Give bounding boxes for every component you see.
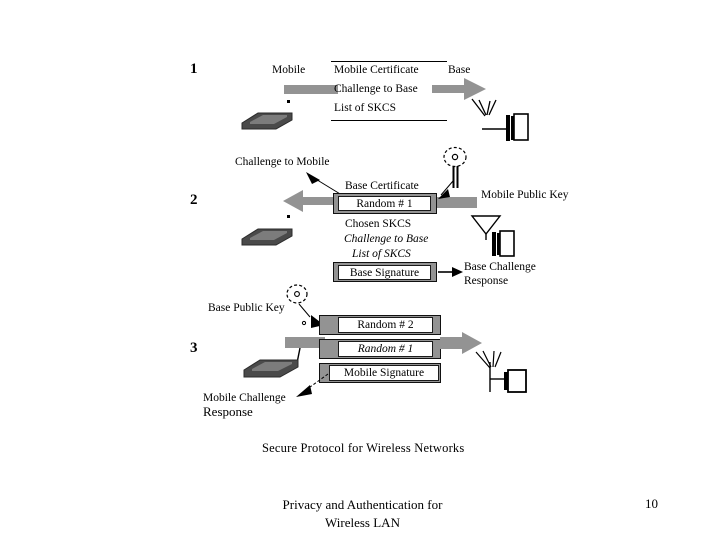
step-number-2: 2: [190, 192, 198, 208]
step2-mobile-dot: [287, 215, 290, 218]
step3-box-mobile-signature: Mobile Signature: [329, 365, 439, 381]
step2-base-challenge-pointer-icon: [438, 267, 463, 277]
step1-message-line-2: Challenge to Base: [334, 83, 418, 95]
step1-mobile-label: Mobile: [272, 64, 306, 76]
base-station-icon: [475, 350, 527, 393]
step-number-1: 1: [190, 61, 198, 77]
step1-arrow-shaft-left: [284, 85, 338, 94]
step2-base-challenge-label: Base Challenge: [464, 261, 536, 273]
base-station-icon: [471, 98, 529, 141]
step2-plain-line-2: Challenge to Base: [344, 233, 429, 245]
base-station-icon: [470, 215, 515, 257]
step1-arrow-icon: [432, 78, 486, 100]
step2-message-header: Base Certificate: [345, 180, 419, 192]
step2-arrow-icon: [283, 190, 343, 212]
laptop-icon: [241, 228, 293, 246]
step1-message-line-3: List of SKCS: [334, 102, 396, 114]
step1-mobile-dot: [287, 100, 290, 103]
step3-box-random1: Random # 1: [338, 341, 433, 357]
step3-arrow-icon: [440, 332, 482, 354]
step1-message-line-1: Mobile Certificate: [334, 64, 419, 76]
step2-mobile-public-key-label: Mobile Public Key: [481, 189, 569, 201]
step2-challenge-to-mobile-label: Challenge to Mobile: [235, 156, 330, 168]
footer-title-line-2: Wireless LAN: [325, 515, 400, 530]
laptop-icon: [243, 347, 301, 378]
step-number-3: 3: [190, 340, 198, 356]
footer-title-line-1: Privacy and Authentication for: [282, 497, 443, 512]
step3-mobile-challenge-pointer-icon: [296, 373, 329, 397]
step2-box-base-signature: Base Signature: [338, 265, 431, 280]
step1-rule-top: [331, 61, 447, 62]
step2-box-random1: Random # 1: [338, 196, 431, 211]
step3-mobile-challenge-label: Mobile Challenge: [203, 392, 286, 404]
diagram-title: Secure Protocol for Wireless Networks: [262, 441, 465, 455]
laptop-icon: [241, 112, 293, 130]
step3-base-public-key-label: Base Public Key: [208, 302, 285, 314]
step3-box-random2: Random # 2: [338, 317, 433, 333]
step3-arrow-shaft-left: [285, 337, 325, 348]
step2-arrow-shaft-right: [437, 197, 477, 208]
step1-base-label: Base: [448, 64, 471, 76]
footer-page-number: 10: [645, 496, 658, 511]
key-icon: [438, 146, 467, 199]
step2-plain-line-1: Chosen SKCS: [345, 218, 412, 230]
step2-plain-line-3: List of SKCS: [352, 248, 411, 260]
step2-base-response-label: Response: [464, 275, 509, 287]
step3-mobile-response-label: Response: [203, 404, 253, 419]
step1-rule-bottom: [331, 120, 447, 121]
